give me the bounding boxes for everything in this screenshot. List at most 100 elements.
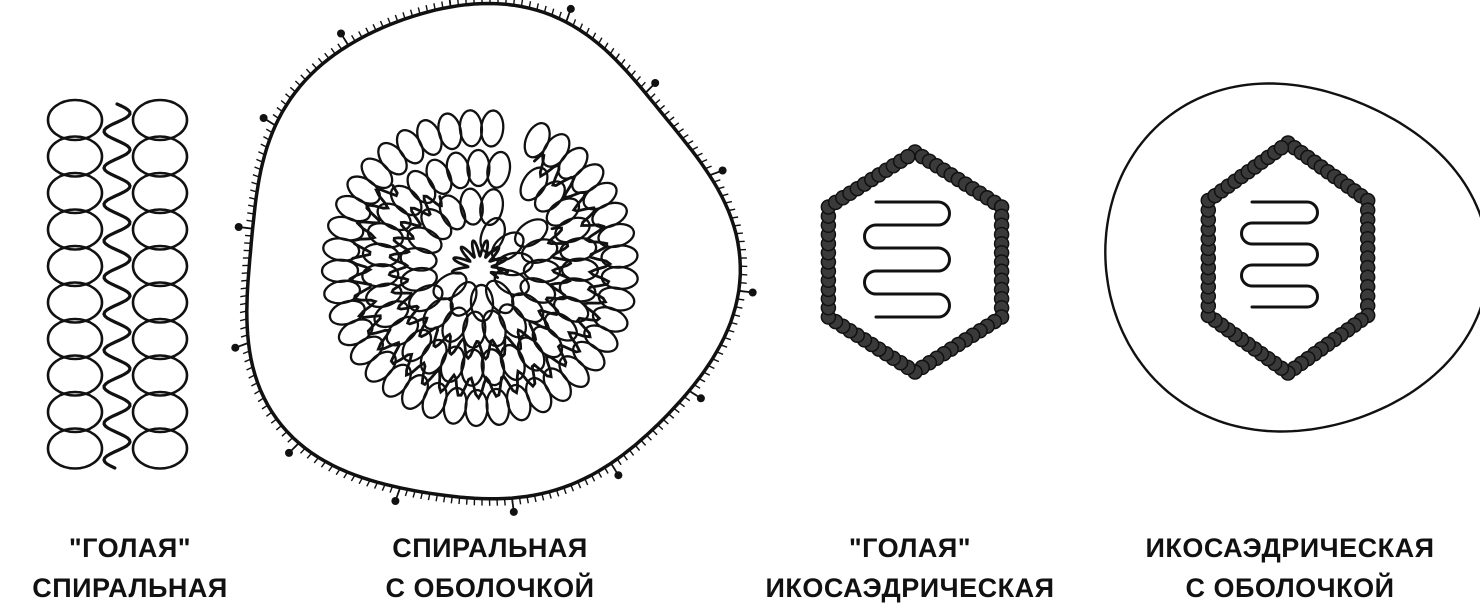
- envelope-spike: [459, 497, 460, 504]
- caption-enveloped-icosahedral-line1: ИКОСАЭДРИЧЕСКАЯ: [1120, 528, 1460, 568]
- capsomere-subunit: [133, 137, 187, 177]
- envelope-spike: [314, 458, 318, 463]
- envelope-spike: [669, 414, 674, 419]
- glycoprotein-knob: [614, 471, 622, 479]
- capsomere-subunit: [48, 356, 102, 396]
- capsomere-subunit: [48, 283, 102, 323]
- envelope-spike: [331, 48, 335, 54]
- caption-enveloped-icosahedral: ИКОСАЭДРИЧЕСКАЯ С ОБОЛОЧКОЙ: [1120, 528, 1460, 608]
- envelope-spike: [678, 129, 684, 133]
- envelope-spike: [321, 462, 325, 468]
- glycoprotein-knob: [260, 114, 268, 122]
- capsomere-subunit: [459, 110, 483, 147]
- capsomere-bead: [901, 150, 915, 164]
- glycoprotein-knob: [749, 289, 757, 297]
- caption-naked-helical: "ГОЛАЯ" СПИРАЛЬНАЯ: [30, 528, 230, 608]
- caption-naked-icosahedral-line2: ИКОСАЭДРИЧЕСКАЯ: [745, 568, 1075, 608]
- caption-enveloped-icosahedral-line2: С ОБОЛОЧКОЙ: [1120, 568, 1460, 608]
- caption-naked-icosahedral-line1: "ГОЛАЯ": [745, 528, 1075, 568]
- envelope-spike: [467, 498, 468, 505]
- envelope-spike: [325, 53, 329, 59]
- nucleic-acid-strand: [1242, 202, 1318, 307]
- glycoprotein-knob: [337, 30, 345, 38]
- envelope-spike: [682, 135, 688, 139]
- nucleic-acid-strand: [865, 202, 950, 317]
- envelope-spike: [242, 273, 249, 274]
- envelope-spike: [641, 82, 646, 87]
- capsomere-subunit: [48, 137, 102, 177]
- envelope-spike: [673, 123, 679, 127]
- capsomere-subunit: [601, 266, 638, 290]
- caption-naked-helical-line1: "ГОЛАЯ": [30, 528, 230, 568]
- glycoprotein-knob: [391, 497, 399, 505]
- envelope-spike: [668, 117, 674, 121]
- glycoprotein-knob: [719, 167, 727, 175]
- envelope-spike: [736, 233, 743, 234]
- nucleic-acid-strand: [452, 241, 507, 278]
- envelope-spike: [458, 0, 459, 6]
- envelope-spike: [301, 448, 306, 453]
- capsomere-subunit: [467, 150, 490, 186]
- glycoprotein-knob: [231, 344, 239, 352]
- capsomere-subunit: [133, 429, 187, 469]
- envelope-spike: [687, 141, 693, 144]
- envelope-spike: [674, 408, 680, 412]
- glycoprotein-knob: [567, 5, 575, 13]
- capsomere-subunit: [48, 392, 102, 432]
- envelope-spike: [282, 432, 287, 437]
- caption-enveloped-helical: СПИРАЛЬНАЯ С ОБОЛОЧКОЙ: [365, 528, 615, 608]
- glycoprotein-knob: [285, 449, 293, 457]
- envelope-spike: [621, 59, 625, 65]
- envelope-spike: [288, 438, 293, 443]
- envelope-spike: [647, 435, 652, 440]
- capsomere-subunit: [133, 283, 187, 323]
- envelope-spike: [506, 0, 507, 4]
- caption-enveloped-helical-line2: С ОБОЛОЧКОЙ: [365, 568, 615, 608]
- envelope-spike: [266, 412, 272, 416]
- envelope-spike: [740, 274, 747, 275]
- envelope-spike: [271, 419, 277, 423]
- envelope-spike: [281, 101, 287, 105]
- envelope-spike: [290, 87, 295, 92]
- envelope-spike: [301, 75, 306, 80]
- capsomere-subunit: [48, 429, 102, 469]
- envelope-spike: [286, 94, 291, 99]
- envelope-spike: [599, 38, 602, 44]
- capsomere-subunit: [48, 173, 102, 213]
- caption-enveloped-helical-line1: СПИРАЛЬНАЯ: [365, 528, 615, 568]
- envelope-spike: [659, 105, 664, 110]
- envelope-spike: [306, 69, 311, 74]
- envelope-spike: [514, 0, 515, 5]
- envelope-spike: [684, 397, 690, 401]
- viral-envelope: [1105, 84, 1480, 432]
- capsomere-subunit: [335, 314, 377, 350]
- capsomere-subunit: [133, 210, 187, 250]
- capsomere-subunit: [133, 356, 187, 396]
- glycoprotein-knob: [510, 508, 518, 516]
- envelope-spike: [641, 440, 646, 445]
- envelope-spike: [318, 58, 322, 63]
- envelope-spike: [658, 425, 663, 430]
- envelope-spike: [451, 496, 452, 503]
- glycoprotein-knob: [651, 79, 659, 87]
- envelope-spike: [241, 288, 248, 289]
- envelope-spike: [734, 225, 741, 226]
- enveloped-helical-virus-illustration: [231, 0, 756, 516]
- enveloped-icosahedral-virus-illustration: [1105, 84, 1480, 432]
- envelope-spike: [626, 65, 630, 71]
- nucleic-acid-strand: [351, 155, 610, 398]
- naked-icosahedral-virus-illustration: [821, 145, 1008, 379]
- envelope-spike: [498, 0, 499, 4]
- envelope-spike: [505, 499, 506, 506]
- envelope-spike: [617, 459, 621, 465]
- capsomere-subunit: [133, 246, 187, 286]
- envelope-spike: [312, 64, 317, 69]
- envelope-spike: [664, 111, 670, 115]
- capsomere-subunit: [48, 319, 102, 359]
- capsomere-subunit: [480, 110, 505, 148]
- envelope-spike: [616, 54, 620, 60]
- capsomere-subunit: [133, 392, 187, 432]
- envelope-spike: [277, 108, 283, 112]
- envelope-spike: [650, 94, 655, 99]
